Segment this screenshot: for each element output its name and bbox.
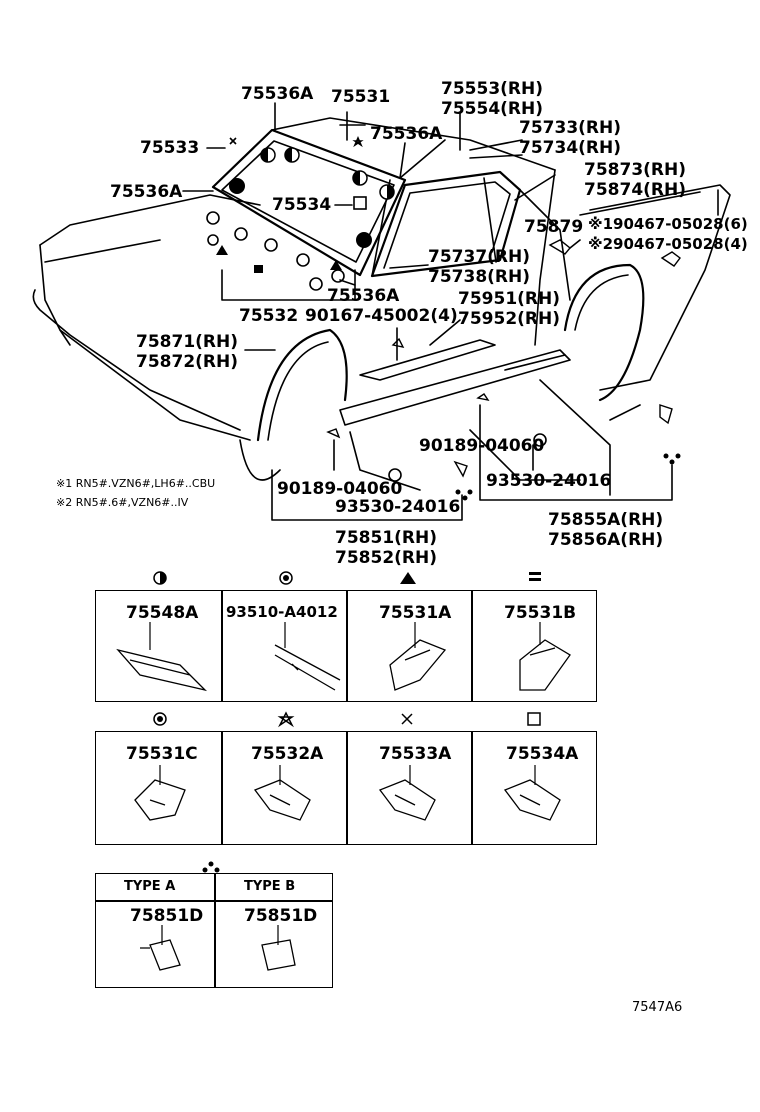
label-90189-04060-left: 90189-04060: [277, 479, 403, 499]
label-75553: 75553(RH): [441, 79, 543, 99]
clip-part-75531B: 75531B: [504, 603, 577, 623]
label-90467-05028-4: ※290467-05028(4): [588, 235, 748, 253]
label-75536A-left: 75536A: [110, 182, 183, 202]
clip-part-75534A: 75534A: [506, 744, 579, 764]
clip-part-75531C: 75531C: [126, 744, 198, 764]
label-75554: 75554(RH): [441, 99, 543, 119]
label-93530-24016-left: 93530-24016: [335, 497, 461, 517]
label-75536A-right: 75536A: [370, 124, 443, 144]
label-75536A-bottom: 75536A: [327, 286, 400, 306]
label-75534: 75534: [272, 195, 332, 215]
clip-part-93510-A4012: 93510-A4012: [226, 603, 338, 621]
label-75852: 75852(RH): [335, 548, 437, 568]
clip-table-row-1: 75548A 93510-A4012 75531A 75531B: [95, 590, 597, 702]
clip-part-75531A: 75531A: [379, 603, 452, 623]
label-75871: 75871(RH): [136, 332, 238, 352]
label-75533: 75533: [140, 138, 200, 158]
label-75855A: 75855A(RH): [548, 510, 664, 530]
label-75952: 75952(RH): [458, 309, 560, 329]
label-75872: 75872(RH): [136, 352, 238, 372]
clip-part-75532A: 75532A: [251, 744, 324, 764]
label-90189-04060-right: 90189-04060: [419, 436, 545, 456]
label-75536A-top: 75536A: [241, 84, 314, 104]
type-a-part: 75851D: [130, 906, 204, 926]
clip-part-75548A: 75548A: [126, 603, 199, 623]
label-75856A: 75856A(RH): [548, 530, 664, 550]
label-93530-24016-right: 93530-24016: [486, 471, 612, 491]
label-75851: 75851(RH): [335, 528, 437, 548]
type-b-header: TYPE B: [244, 879, 296, 894]
type-a-header: TYPE A: [124, 879, 176, 894]
clip-table-row-2: 75531C 75532A 75533A 75534A: [95, 731, 597, 845]
label-75873: 75873(RH): [584, 160, 686, 180]
label-75733: 75733(RH): [519, 118, 621, 138]
label-90467-05028-6: ※190467-05028(6): [588, 215, 748, 233]
label-75738: 75738(RH): [428, 267, 530, 287]
label-90167-45002: 90167-45002(4): [305, 306, 458, 326]
label-75879: 75879: [524, 217, 584, 237]
label-75737: 75737(RH): [428, 247, 530, 267]
note-applicability-2: ※2 RN5#.6#,VZN6#..IV: [56, 496, 189, 509]
note-applicability-1: ※1 RN5#.VZN6#,LH6#..CBU: [56, 477, 216, 490]
label-75734: 75734(RH): [519, 138, 621, 158]
figure-code: 7547A6: [632, 1000, 683, 1015]
label-75874: 75874(RH): [584, 180, 686, 200]
type-b-part: 75851D: [244, 906, 318, 926]
type-table: TYPE A TYPE B 75851D 75851D: [95, 873, 333, 988]
clip-part-75533A: 75533A: [379, 744, 452, 764]
label-75532: 75532: [239, 306, 299, 326]
label-75951: 75951(RH): [458, 289, 560, 309]
label-75531: 75531: [331, 87, 391, 107]
